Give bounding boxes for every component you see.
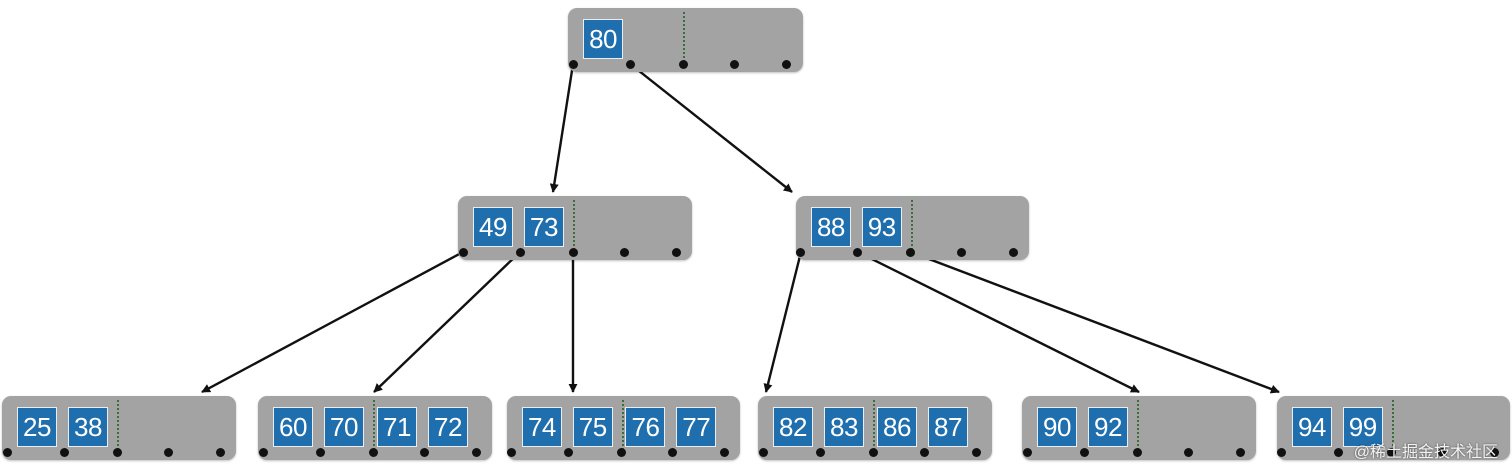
btree-node-mid-left: 49 73	[458, 196, 692, 260]
key-cell: 88	[810, 207, 851, 247]
key-cell: 92	[1088, 407, 1128, 447]
pointer-dot	[59, 448, 69, 457]
pointer-dot	[163, 448, 173, 457]
edge-mid_left-to-leaf_2	[373, 251, 521, 393]
key-cell: 93	[861, 207, 902, 247]
slot-separator	[573, 200, 575, 254]
pointer-dot	[471, 448, 481, 457]
pointer-dot	[617, 448, 626, 457]
edge-root-to-mid_left	[549, 63, 575, 193]
pointer-dot	[796, 248, 806, 257]
pointer-dot	[868, 448, 878, 457]
key-cell: 76	[625, 407, 666, 447]
slot-separator	[683, 12, 686, 66]
slot-separator	[373, 400, 375, 454]
pointer-dot	[1079, 448, 1089, 457]
key-cell: 86	[877, 407, 917, 447]
key-cell: 75	[572, 407, 613, 447]
pointer-dot	[719, 448, 729, 457]
key-cell: 60	[273, 407, 313, 447]
slot-separator	[1391, 400, 1394, 454]
edge-root-to-mid_right	[629, 63, 793, 193]
slot-separator	[621, 400, 624, 454]
pointer-dot	[971, 448, 981, 457]
pointer-dot	[625, 60, 635, 69]
pointer-dot	[1008, 248, 1018, 257]
key-cell: 80	[583, 19, 624, 59]
pointer-dot	[906, 248, 915, 257]
pointer-dot	[1022, 448, 1032, 457]
pointer-dot	[956, 248, 966, 257]
pointer-dot	[1183, 448, 1193, 457]
pointer-dot	[730, 60, 740, 69]
pointer-dot	[315, 448, 325, 457]
pointer-dot	[458, 248, 468, 257]
pointer-dot	[568, 60, 578, 69]
pointer-dot	[1387, 448, 1396, 457]
pointer-dot	[215, 448, 225, 457]
slot-separator	[910, 200, 913, 254]
key-cell: 87	[928, 407, 968, 447]
edge-mid_right-to-leaf_5	[857, 250, 1140, 394]
pointer-dot	[564, 448, 574, 457]
pointer-dot	[419, 448, 429, 457]
key-cell: 73	[524, 207, 564, 247]
btree-leaf-2: 60 70 71 72	[258, 396, 492, 460]
pointer-dot	[112, 448, 122, 457]
pointer-dot	[258, 448, 268, 457]
btree-node-root: 80	[568, 8, 803, 72]
key-cell: 72	[428, 407, 468, 447]
pointer-dot	[1334, 448, 1344, 457]
pointer-dot	[1235, 448, 1245, 457]
key-cell: 94	[1291, 407, 1332, 447]
pointer-dot	[515, 248, 525, 257]
key-cell: 74	[521, 407, 562, 447]
btree-leaf-1: 25 38	[2, 396, 236, 460]
key-cell: 71	[377, 407, 417, 447]
pointer-dot	[758, 448, 768, 457]
pointer-dot	[1437, 448, 1447, 457]
slot-separator	[873, 400, 875, 454]
key-cell: 99	[1342, 407, 1383, 447]
slot-separator	[1137, 400, 1139, 454]
key-cell: 49	[473, 207, 513, 247]
pointer-dot	[507, 448, 517, 457]
btree-leaf-4: 82 83 86 87	[758, 396, 992, 460]
key-cell: 38	[68, 407, 108, 447]
key-cell: 70	[324, 407, 364, 447]
key-cell: 77	[676, 407, 717, 447]
pointer-dot	[678, 60, 688, 69]
pointer-dot	[815, 448, 825, 457]
pointer-dot	[919, 448, 929, 457]
key-cell: 82	[773, 407, 813, 447]
edge-mid_right-to-leaf_4	[763, 251, 803, 393]
key-cell: 83	[824, 407, 864, 447]
btree-leaf-5: 90 92	[1022, 396, 1256, 460]
watermark-text: @稀土掘金技术社区	[1353, 444, 1498, 461]
pointer-dot	[619, 248, 629, 257]
pointer-dot	[671, 248, 681, 257]
pointer-dot	[1489, 448, 1499, 457]
pointer-dot	[782, 60, 792, 69]
pointer-dot	[2, 448, 12, 457]
pointer-dot	[667, 448, 677, 457]
pointer-dot	[368, 448, 378, 457]
key-cell: 25	[17, 407, 57, 447]
edge-mid_left-to-leaf_1	[201, 250, 464, 394]
key-cell: 90	[1037, 407, 1077, 447]
pointer-dot	[1277, 448, 1287, 457]
pointer-dot	[568, 248, 578, 257]
edge-mid_right-to-leaf_6	[910, 250, 1280, 394]
pointer-dot	[853, 248, 863, 257]
slot-separator	[117, 400, 119, 454]
pointer-dot	[1132, 448, 1142, 457]
